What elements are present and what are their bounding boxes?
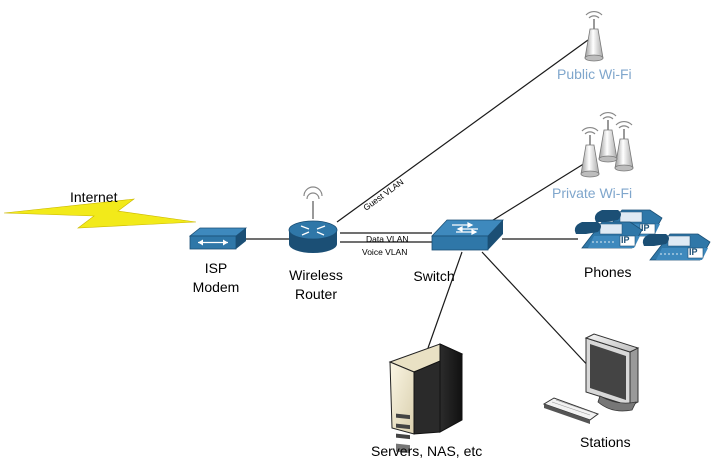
link-switch-servers bbox=[427, 251, 463, 349]
modem-icon bbox=[188, 227, 248, 250]
guest-vlan-label: Guest VLAN bbox=[361, 177, 405, 213]
link-router-public-wifi bbox=[336, 39, 589, 223]
server-tower-icon bbox=[388, 343, 464, 454]
data-vlan-label: Data VLAN bbox=[366, 234, 409, 244]
svg-text:IP: IP bbox=[641, 223, 650, 233]
router-label-line2: Router bbox=[295, 286, 337, 302]
link-switch-stations bbox=[481, 251, 593, 371]
lightning-icon bbox=[3, 198, 197, 229]
servers-label: Servers, NAS, etc bbox=[371, 443, 482, 459]
isp-modem-label-line1: ISP bbox=[205, 260, 228, 276]
switch-label: Switch bbox=[413, 268, 454, 284]
access-point-icon bbox=[584, 10, 604, 62]
svg-text:IP: IP bbox=[689, 247, 698, 257]
access-point-icon bbox=[580, 111, 634, 178]
stations-label: Stations bbox=[580, 434, 631, 450]
isp-modem-label-line2: Modem bbox=[193, 279, 240, 295]
router-icon bbox=[288, 186, 338, 253]
voice-vlan-label: Voice VLAN bbox=[362, 247, 407, 257]
internet-label: Internet bbox=[70, 189, 118, 205]
ip-phone-icon: IP IP IP bbox=[574, 209, 711, 261]
workstation-icon bbox=[542, 333, 640, 424]
router-label-line1: Wireless bbox=[289, 267, 343, 283]
public-wifi-label: Public Wi-Fi bbox=[557, 66, 632, 82]
private-wifi-label: Private Wi-Fi bbox=[552, 185, 632, 201]
phones-label: Phones bbox=[584, 264, 631, 280]
link-switch-private-wifi bbox=[489, 159, 591, 223]
svg-text:IP: IP bbox=[621, 235, 630, 245]
switch-icon bbox=[431, 219, 504, 251]
